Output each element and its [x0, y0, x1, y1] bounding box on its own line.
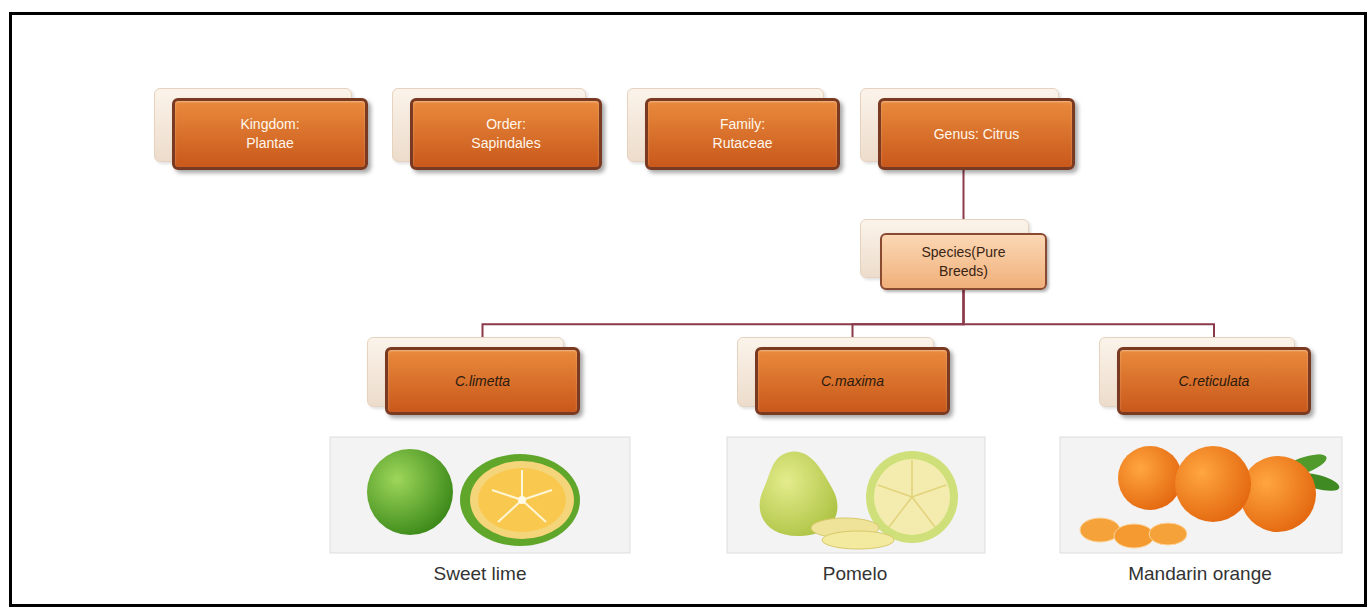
fruit-name: Sweet lime: [434, 563, 527, 585]
taxon-name: Species(Pure Breeds): [912, 243, 1016, 281]
taxon-name: Order: Sapindales: [456, 115, 556, 153]
taxon-name: C.reticulata: [1179, 372, 1250, 391]
taxon-name: C.limetta: [455, 372, 510, 391]
taxon-box: C.limetta: [385, 347, 580, 415]
taxon-name: Genus: Citrus: [934, 125, 1020, 144]
taxon-name: Family: Rutaceae: [693, 115, 793, 153]
taxon-name: C.maxima: [821, 372, 884, 391]
fruit-name: Pomelo: [823, 563, 887, 585]
taxon-name: Kingdom: Plantae: [220, 115, 320, 153]
taxon-box: Family: Rutaceae: [645, 98, 840, 170]
taxon-box: C.reticulata: [1117, 347, 1311, 415]
fruit-name: Mandarin orange: [1128, 563, 1272, 585]
taxon-box: C.maxima: [755, 347, 950, 415]
taxon-box: Order: Sapindales: [410, 98, 602, 170]
taxon-box: Genus: Citrus: [878, 98, 1075, 170]
taxon-box: Kingdom: Plantae: [172, 98, 368, 170]
taxon-box: Species(Pure Breeds): [880, 233, 1047, 290]
